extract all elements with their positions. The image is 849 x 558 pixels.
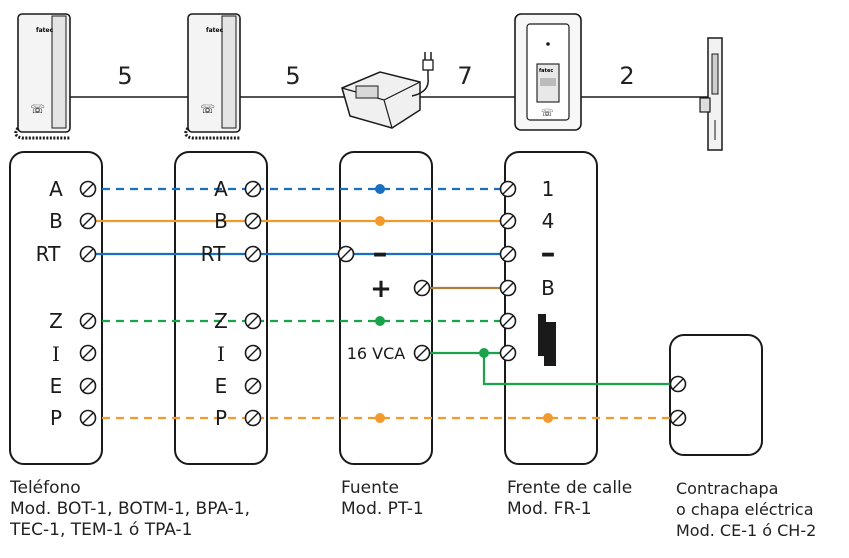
lock-caption-line-3: Mod. CE-1 ó CH-2 bbox=[676, 521, 817, 540]
p1-label-b: B bbox=[49, 209, 63, 233]
p1-label-rt: RT bbox=[36, 242, 61, 266]
p2-label-a: A bbox=[214, 177, 228, 201]
phone-2-logo: fatec bbox=[206, 27, 224, 34]
phone-caption: Teléfono Mod. BOT-1, BOTM-1, BPA-1, TEC-… bbox=[10, 478, 250, 541]
phone-2-illustration: fatec ☏ bbox=[184, 13, 241, 140]
power-label-plus: + bbox=[370, 274, 392, 304]
phone-caption-line-3: TEC-1, TEM-1 ó TPA-1 bbox=[10, 520, 193, 540]
p2-label-z: Z bbox=[214, 309, 228, 333]
junction-dot-b bbox=[375, 216, 385, 226]
lock-caption-line-1: Contrachapa bbox=[676, 479, 779, 498]
p2-label-b: B bbox=[214, 209, 228, 233]
power-supply-illustration bbox=[341, 52, 434, 129]
street-logo: fatec bbox=[539, 68, 553, 74]
power-caption-line-1: Fuente bbox=[341, 478, 399, 498]
street-icon: ☏ bbox=[541, 108, 554, 119]
phone-caption-line-1: Teléfono bbox=[10, 478, 81, 498]
power-caption-line-2: Mod. PT-1 bbox=[341, 499, 424, 519]
street-label-minus: – bbox=[541, 236, 556, 271]
lock-terminal-block bbox=[669, 334, 763, 456]
distance-label-3: 7 bbox=[457, 62, 472, 90]
p1-label-z: Z bbox=[49, 309, 63, 333]
street-caption-line-2: Mod. FR-1 bbox=[507, 499, 592, 519]
power-label-16vca: 16 VCA bbox=[347, 344, 406, 363]
street-caption: Frente de calle Mod. FR-1 bbox=[507, 478, 632, 520]
power-terminal-block bbox=[339, 151, 433, 465]
wire-16vca-lock bbox=[482, 353, 678, 386]
street-caption-line-1: Frente de calle bbox=[507, 478, 633, 498]
junction-dot-p-1 bbox=[375, 413, 385, 423]
phone-1-illustration: fatec ☏ bbox=[14, 13, 71, 140]
phone-1-logo: fatec bbox=[36, 27, 54, 34]
power-caption: Fuente Mod. PT-1 bbox=[341, 478, 424, 520]
phone-2-terminal-block bbox=[174, 151, 268, 465]
lock-relay-icon bbox=[538, 314, 556, 366]
p1-label-a: A bbox=[49, 177, 63, 201]
junction-dot-p-2 bbox=[543, 413, 553, 423]
lock-caption-line-2: o chapa eléctrica bbox=[676, 500, 814, 519]
junction-dot-a bbox=[375, 184, 385, 194]
phone-1-icon: ☏ bbox=[30, 102, 45, 116]
distance-label-1: 5 bbox=[117, 62, 132, 90]
p2-label-p: P bbox=[215, 406, 227, 430]
p1-label-e: E bbox=[50, 374, 63, 398]
street-label-b: B bbox=[541, 276, 555, 300]
p2-label-i: I bbox=[217, 342, 225, 366]
street-panel-illustration: fatec ☏ bbox=[514, 13, 582, 131]
lock-caption: Contrachapa o chapa eléctrica Mod. CE-1 … bbox=[676, 478, 816, 541]
street-label-1: 1 bbox=[542, 177, 555, 201]
p1-label-p: P bbox=[50, 406, 62, 430]
street-terminal-block bbox=[504, 151, 598, 465]
p2-label-e: E bbox=[215, 374, 228, 398]
phone-2-icon: ☏ bbox=[200, 102, 215, 116]
street-label-4: 4 bbox=[542, 209, 555, 233]
phone-1-terminal-block bbox=[9, 151, 103, 465]
p2-label-rt: RT bbox=[201, 242, 226, 266]
junction-dot-z bbox=[375, 316, 385, 326]
lock-illustration bbox=[699, 37, 723, 151]
power-label-minus: – bbox=[373, 236, 388, 271]
distance-label-4: 2 bbox=[619, 62, 634, 90]
phone-caption-line-2: Mod. BOT-1, BOTM-1, BPA-1, bbox=[10, 499, 250, 519]
p1-label-i: I bbox=[52, 342, 60, 366]
distance-label-2: 5 bbox=[285, 62, 300, 90]
wires bbox=[88, 187, 678, 420]
junction-dot-16vca bbox=[479, 348, 489, 358]
